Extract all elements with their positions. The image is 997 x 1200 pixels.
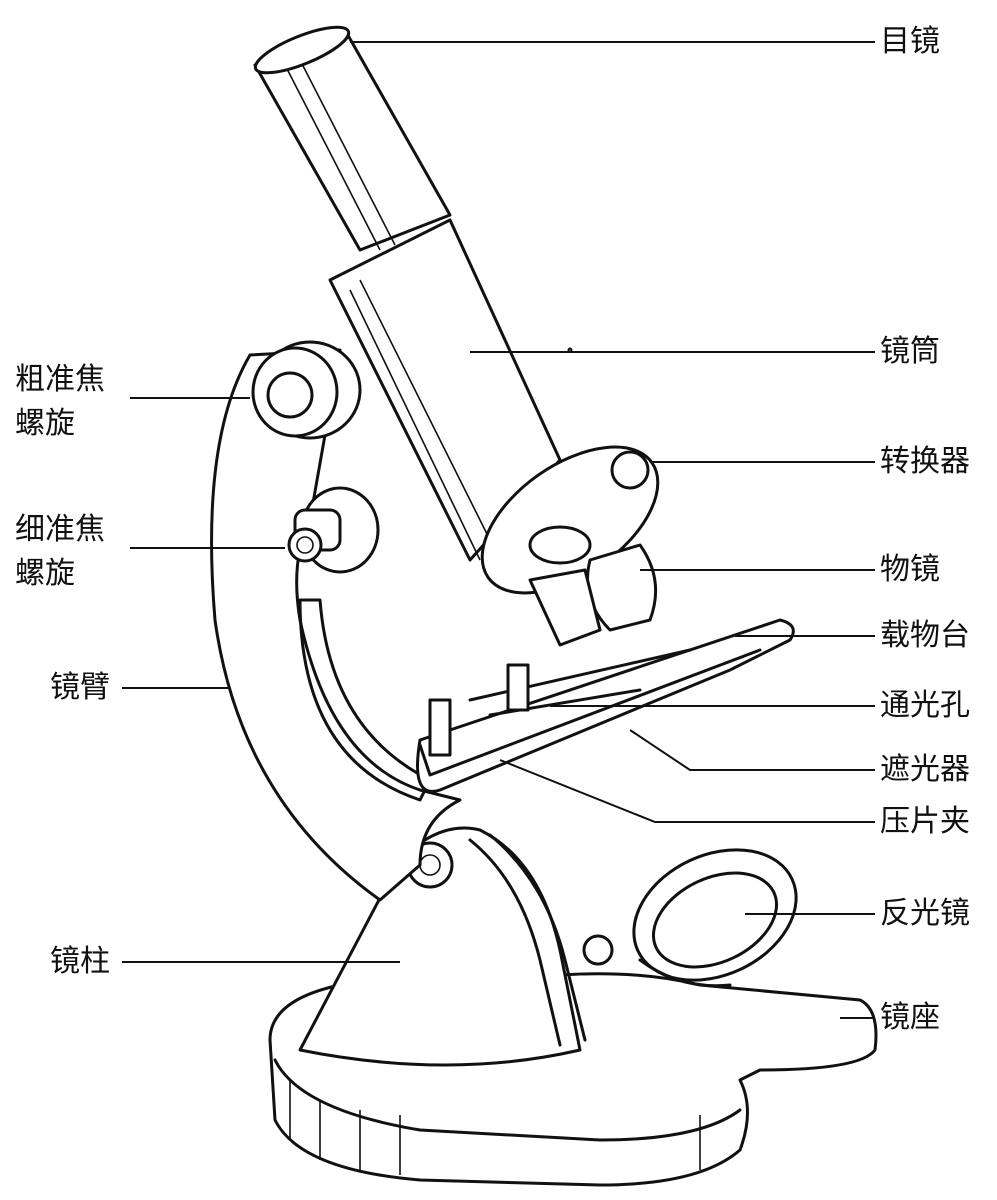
label-fine-focus-1: 细准焦 bbox=[15, 512, 105, 547]
coarse-knob bbox=[251, 340, 362, 440]
label-arm: 镜臂 bbox=[50, 670, 110, 705]
leader-lines bbox=[122, 41, 875, 1019]
label-pillar: 镜柱 bbox=[50, 944, 110, 979]
tube-shape bbox=[253, 25, 562, 562]
label-stage: 载物台 bbox=[880, 618, 970, 653]
label-base: 镜座 bbox=[880, 1000, 940, 1035]
label-aperture: 通光孔 bbox=[880, 688, 970, 723]
label-eyepiece: 目镜 bbox=[880, 24, 940, 59]
label-diaphragm: 遮光器 bbox=[880, 752, 970, 787]
label-coarse-focus-2: 螺旋 bbox=[15, 406, 75, 441]
label-clip: 压片夹 bbox=[880, 804, 970, 839]
label-mirror: 反光镜 bbox=[880, 896, 970, 931]
mirror-shape bbox=[582, 848, 798, 988]
nosepiece-shape bbox=[480, 347, 660, 647]
label-tube: 镜筒 bbox=[880, 334, 940, 369]
label-objective: 物镜 bbox=[880, 552, 940, 587]
label-coarse-focus-1: 粗准焦 bbox=[15, 362, 105, 397]
fine-knob bbox=[287, 486, 380, 574]
label-fine-focus-2: 螺旋 bbox=[15, 556, 75, 591]
label-nosepiece: 转换器 bbox=[880, 444, 970, 479]
